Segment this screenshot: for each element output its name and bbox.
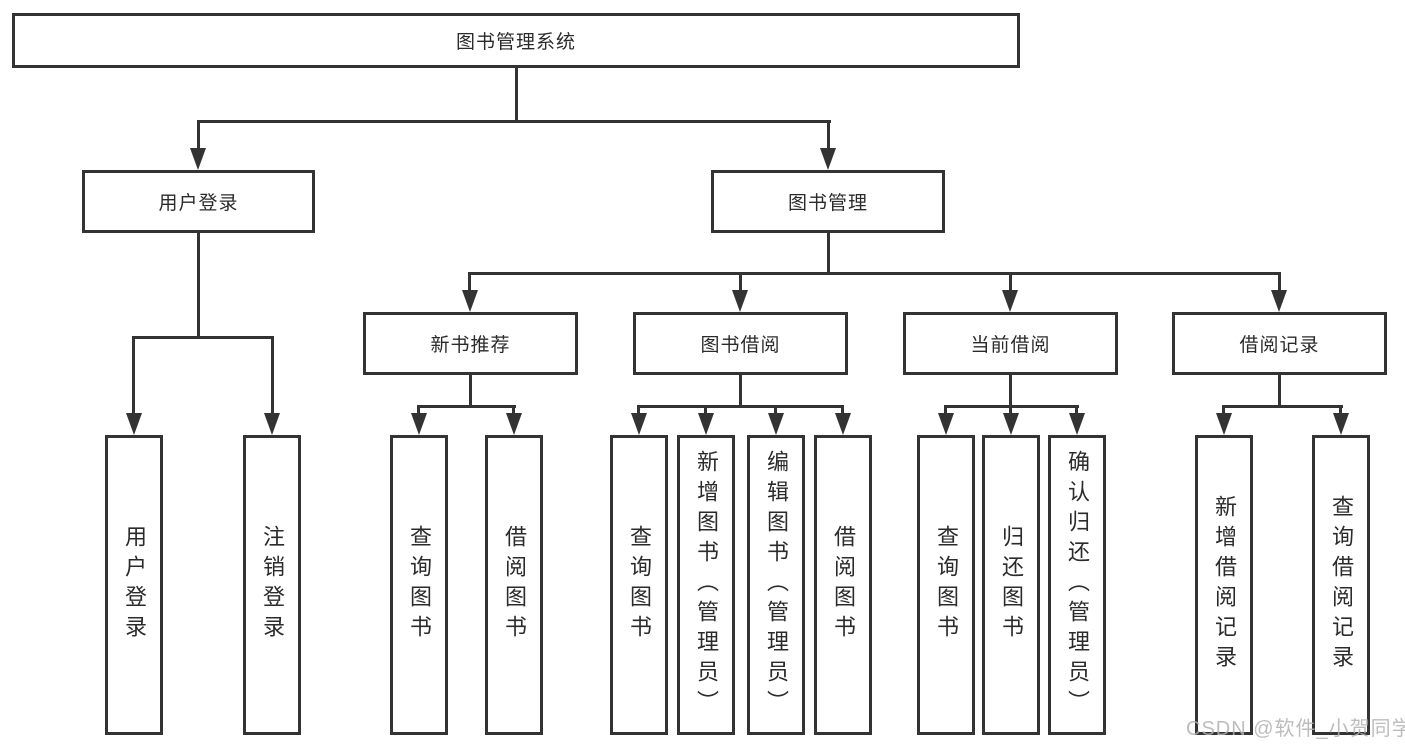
leaf-label: 查询图书 <box>407 525 432 645</box>
node-current-borrow: 当前借阅 <box>903 312 1118 375</box>
connector-current-borrow-drop <box>1009 272 1012 292</box>
connector-user-login-drop <box>197 120 200 150</box>
leaf-label: 确认归还（管理员） <box>1065 450 1090 720</box>
leaf-label: 归还图书 <box>999 525 1024 645</box>
arrow-down-icon <box>1069 413 1085 435</box>
arrow-down-icon <box>462 290 478 312</box>
leaf-recommend-query-book: 查询图书 <box>390 435 448 735</box>
leaf-borrow-add-book-admin: 新增图书（管理员） <box>677 435 735 735</box>
connector-new-book-recommend-stem <box>469 375 472 407</box>
arrow-down-icon <box>768 413 784 435</box>
connector-leaf-drop <box>417 405 420 417</box>
arrow-down-icon <box>820 148 836 170</box>
leaf-user-login: 用户登录 <box>105 435 163 735</box>
arrow-down-icon <box>411 413 427 435</box>
connector-leaf-user-login-drop <box>132 336 135 415</box>
leaf-label: 查询图书 <box>934 525 959 645</box>
leaf-label: 注销登录 <box>260 525 285 645</box>
leaf-current-query-book: 查询图书 <box>917 435 975 735</box>
csdn-watermark: CSDN @软件_小贺同学 <box>1186 718 1405 740</box>
connector-book-borrow-hline <box>637 405 844 408</box>
arrow-down-icon <box>126 413 142 435</box>
leaf-borrow-edit-book-admin: 编辑图书（管理员） <box>747 435 805 735</box>
leaf-label: 查询借阅记录 <box>1329 495 1354 675</box>
connector-leaf-drop <box>637 405 640 417</box>
leaf-label: 编辑图书（管理员） <box>764 450 789 720</box>
connector-book-borrow-stem <box>739 375 742 407</box>
arrow-down-icon <box>698 413 714 435</box>
node-library-management-system: 图书管理系统 <box>12 13 1020 68</box>
connector-leaf-drop <box>1009 405 1012 417</box>
leaf-recommend-borrow-book: 借阅图书 <box>485 435 543 735</box>
leaf-current-return-book: 归还图书 <box>982 435 1040 735</box>
connector-user-login-hline <box>132 336 274 339</box>
connector-book-borrow-drop <box>739 272 742 292</box>
connector-current-borrow-stem <box>1009 375 1012 407</box>
leaf-label: 新增图书（管理员） <box>694 450 719 720</box>
leaf-current-confirm-return-admin: 确认归还（管理员） <box>1048 435 1106 735</box>
connector-leaf-drop <box>944 405 947 417</box>
connector-level1-hline <box>197 120 831 123</box>
leaf-record-query-borrow-record: 查询借阅记录 <box>1312 435 1370 735</box>
arrow-down-icon <box>264 413 280 435</box>
node-user-login: 用户登录 <box>82 170 315 233</box>
arrow-down-icon <box>1216 413 1232 435</box>
arrow-down-icon <box>1002 290 1018 312</box>
leaf-borrow-borrow-book: 借阅图书 <box>814 435 872 735</box>
connector-borrow-record-drop <box>1278 272 1281 292</box>
arrow-down-icon <box>938 413 954 435</box>
connector-borrow-record-hline <box>1222 405 1343 408</box>
connector-new-book-recommend-drop <box>468 272 471 292</box>
leaf-label: 借阅图书 <box>831 525 856 645</box>
leaf-label: 用户登录 <box>122 525 147 645</box>
leaf-label: 新增借阅记录 <box>1212 495 1237 675</box>
connector-new-book-recommend-hline <box>417 405 516 408</box>
connector-leaf-drop <box>512 405 515 417</box>
connector-root-stem <box>515 68 518 120</box>
arrow-down-icon <box>1271 290 1287 312</box>
node-new-book-recommend: 新书推荐 <box>363 312 578 375</box>
connector-book-management-drop <box>827 120 830 150</box>
leaf-borrow-query-book: 查询图书 <box>610 435 668 735</box>
leaf-label: 查询图书 <box>627 525 652 645</box>
arrow-down-icon <box>190 148 206 170</box>
leaf-logout: 注销登录 <box>243 435 301 735</box>
arrow-down-icon <box>506 413 522 435</box>
leaf-label: 借阅图书 <box>502 525 527 645</box>
connector-leaf-drop <box>1222 405 1225 417</box>
arrow-down-icon <box>732 290 748 312</box>
connector-leaf-drop <box>774 405 777 417</box>
node-book-management: 图书管理 <box>711 170 945 233</box>
connector-leaf-drop <box>1075 405 1078 417</box>
leaf-record-add-borrow-record: 新增借阅记录 <box>1195 435 1253 735</box>
node-book-borrow: 图书借阅 <box>633 312 848 375</box>
connector-book-management-stem <box>827 233 830 274</box>
connector-leaf-logout-drop <box>271 336 274 415</box>
connector-user-login-stem <box>197 233 200 336</box>
node-borrow-record: 借阅记录 <box>1172 312 1387 375</box>
connector-leaf-drop <box>1339 405 1342 417</box>
arrow-down-icon <box>835 413 851 435</box>
connector-leaf-drop <box>704 405 707 417</box>
arrow-down-icon <box>1333 413 1349 435</box>
arrow-down-icon <box>1003 413 1019 435</box>
connector-level2-hline <box>468 272 1281 275</box>
arrow-down-icon <box>631 413 647 435</box>
connector-borrow-record-stem <box>1278 375 1281 407</box>
connector-leaf-drop <box>841 405 844 417</box>
